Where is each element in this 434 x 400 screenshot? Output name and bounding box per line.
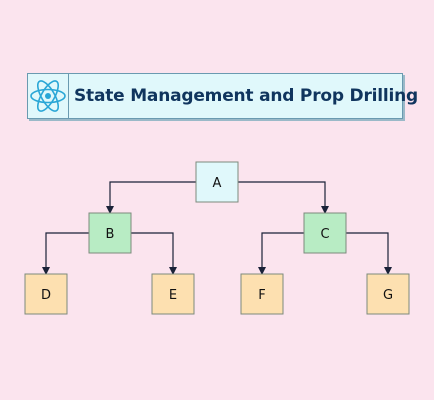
- node-B-label: B: [106, 227, 115, 242]
- node-F-box: [240, 273, 284, 315]
- edge-C-G: [346, 232, 392, 275]
- node-F-label: F: [258, 288, 265, 303]
- edge-B-D: [42, 232, 89, 275]
- edge-B-E: [131, 232, 177, 275]
- node-G-box: [366, 273, 410, 315]
- node-A-label: A: [213, 176, 222, 191]
- node-F: F: [240, 273, 284, 315]
- edge-A-C: [238, 181, 329, 214]
- react-atom-icon: [30, 80, 66, 112]
- node-E-label: E: [169, 288, 177, 303]
- node-B-box: [88, 212, 132, 254]
- node-D-label: D: [41, 288, 51, 303]
- node-G: G: [366, 273, 410, 315]
- node-D-box: [24, 273, 68, 315]
- node-G-label: G: [383, 288, 393, 303]
- edge-A-B: [106, 181, 196, 214]
- node-C: C: [303, 212, 347, 254]
- edge-C-F: [258, 232, 304, 275]
- node-C-box: [303, 212, 347, 254]
- page-title: State Management and Prop Drilling: [74, 86, 419, 106]
- node-E-box: [151, 273, 195, 315]
- node-D: D: [24, 273, 68, 315]
- node-A-box: [195, 161, 239, 203]
- node-B: B: [88, 212, 132, 254]
- node-E: E: [151, 273, 195, 315]
- title-banner: State Management and Prop Drilling: [27, 73, 418, 119]
- node-C-label: C: [320, 227, 329, 242]
- node-A: A: [195, 161, 239, 203]
- logo-cell: [28, 74, 69, 118]
